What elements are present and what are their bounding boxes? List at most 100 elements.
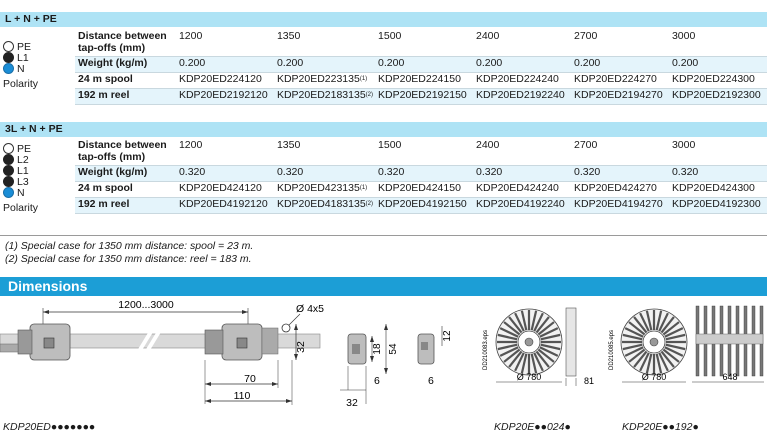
conductor-icon [3, 176, 14, 187]
table-cell: KDP20ED4192300 [668, 197, 767, 214]
wire-label: L2 [17, 153, 29, 166]
footnote-ref: (2) [365, 92, 374, 98]
table-cell: 1200 [175, 139, 274, 166]
table-cell: 0.200 [273, 56, 376, 73]
conductor-icon [3, 52, 14, 63]
table-cell: 0.320 [273, 165, 376, 182]
table-cell: KDP20ED224150 [375, 72, 473, 89]
row-label: Distance between tap-offs (mm) [75, 139, 176, 166]
conductor-icon [3, 187, 14, 198]
wire-pe: PE [3, 142, 73, 155]
wire-label: N [17, 186, 25, 199]
drawing-code: DD210083.eps [483, 330, 489, 370]
row-label: 192 m reel [75, 88, 176, 105]
table-cell: KDP20ED424270 [570, 181, 669, 198]
table-cell: 2400 [473, 30, 571, 57]
wire-l2: L2 [3, 153, 73, 166]
table-cell: KDP20ED424120 [175, 181, 274, 198]
hole-dimension-label: Ø 4x5 [296, 303, 324, 315]
tap-off-drawing: 1200...3000 Ø 4x5 32 70 110 [0, 299, 324, 405]
width-648-label: 648 [722, 372, 737, 382]
footnote: (1) Special case for 1350 mm distance: s… [5, 240, 254, 252]
table-cell: KDP20ED2192150 [375, 88, 473, 105]
row-label: Weight (kg/m) [75, 165, 176, 182]
table-cell: KDP20ED2194270 [570, 88, 669, 105]
wire-label: L3 [17, 175, 29, 188]
wire-l3: L3 [3, 175, 73, 188]
conductor-icon [3, 143, 14, 154]
row-label: 24 m spool [75, 181, 176, 198]
span-dimension-label: 1200...3000 [118, 299, 174, 311]
height-18-label: 18 [372, 343, 383, 355]
table-cell: 0.200 [668, 56, 767, 73]
footnote-ref: (1) [359, 185, 368, 191]
wire-pe: PE [3, 40, 73, 53]
width-110-label: 110 [234, 390, 251, 402]
table-cell: 3000 [668, 139, 767, 166]
conductor-icon [3, 41, 14, 52]
dimensions-header: Dimensions [0, 277, 767, 296]
table-cell: 0.320 [570, 165, 669, 182]
height-54-label: 54 [388, 343, 399, 355]
drawing-caption: KDP20E●●192● [622, 421, 699, 433]
table-cell: 2400 [473, 139, 571, 166]
conductor-icon [3, 154, 14, 165]
wire-l1: L1 [3, 52, 73, 64]
table-cell: 0.320 [175, 165, 274, 182]
footnotes: (1) Special case for 1350 mm distance: s… [5, 240, 253, 265]
table-cell: KDP20ED4192120 [175, 197, 274, 214]
table-cell: KDP20ED4194270 [570, 197, 669, 214]
spool-drawing: DD210083.eps 81 Ø 780 [483, 307, 594, 386]
height-12-label: 12 [442, 330, 453, 342]
drawing-code: DD210085.eps [609, 330, 615, 370]
table-cell: KDP20ED224270 [570, 72, 669, 89]
conductor-icon [3, 63, 14, 74]
row-label: Distance between tap-offs (mm) [75, 30, 176, 57]
width-6b-label: 6 [428, 375, 434, 387]
table-cell: KDP20ED2183135(2) [273, 88, 376, 105]
table-cell: 0.320 [375, 165, 473, 182]
table-cell: KDP20ED2192300 [668, 88, 767, 105]
row-label: 192 m reel [75, 197, 176, 214]
connector-end-view: 18 54 12 32 6 6 [340, 324, 453, 409]
table-cell: 0.200 [175, 56, 274, 73]
table-cell: KDP20ED4192240 [473, 197, 571, 214]
wire-label: PE [17, 142, 32, 155]
footnote: (2) Special case for 1350 mm distance: r… [5, 252, 252, 265]
table-cell: 0.200 [375, 56, 473, 73]
wire-n: N [3, 62, 73, 75]
diameter-label: Ø 780 [642, 372, 667, 382]
wire-label: PE [17, 40, 32, 53]
table-cell: 2700 [570, 30, 669, 57]
wire-label: N [17, 62, 25, 75]
table-cell: KDP20ED424300 [668, 181, 767, 198]
table-cell: 1500 [375, 30, 473, 57]
wire-l1: L1 [3, 164, 73, 177]
row-label: Weight (kg/m) [75, 56, 176, 73]
reel-drawing: DD210085.eps 648 Ø 780 [609, 305, 764, 383]
table-cell: KDP20ED424150 [375, 181, 473, 198]
table-cell: 0.320 [473, 165, 571, 182]
drawing-caption: KDP20E●●024● [494, 421, 571, 433]
divider [0, 235, 767, 236]
width-32-label: 32 [346, 397, 358, 409]
table-cell: 1200 [175, 30, 274, 57]
table-cell: KDP20ED423135(1) [273, 181, 376, 198]
wire-n: N [3, 186, 73, 199]
table-cell: KDP20ED424240 [473, 181, 571, 198]
footnote-ref: (1) [359, 76, 368, 82]
table-cell: 1500 [375, 139, 473, 166]
width-6a-label: 6 [374, 375, 380, 387]
table-cell: KDP20ED2192240 [473, 88, 571, 105]
wire-label: L1 [17, 164, 29, 177]
